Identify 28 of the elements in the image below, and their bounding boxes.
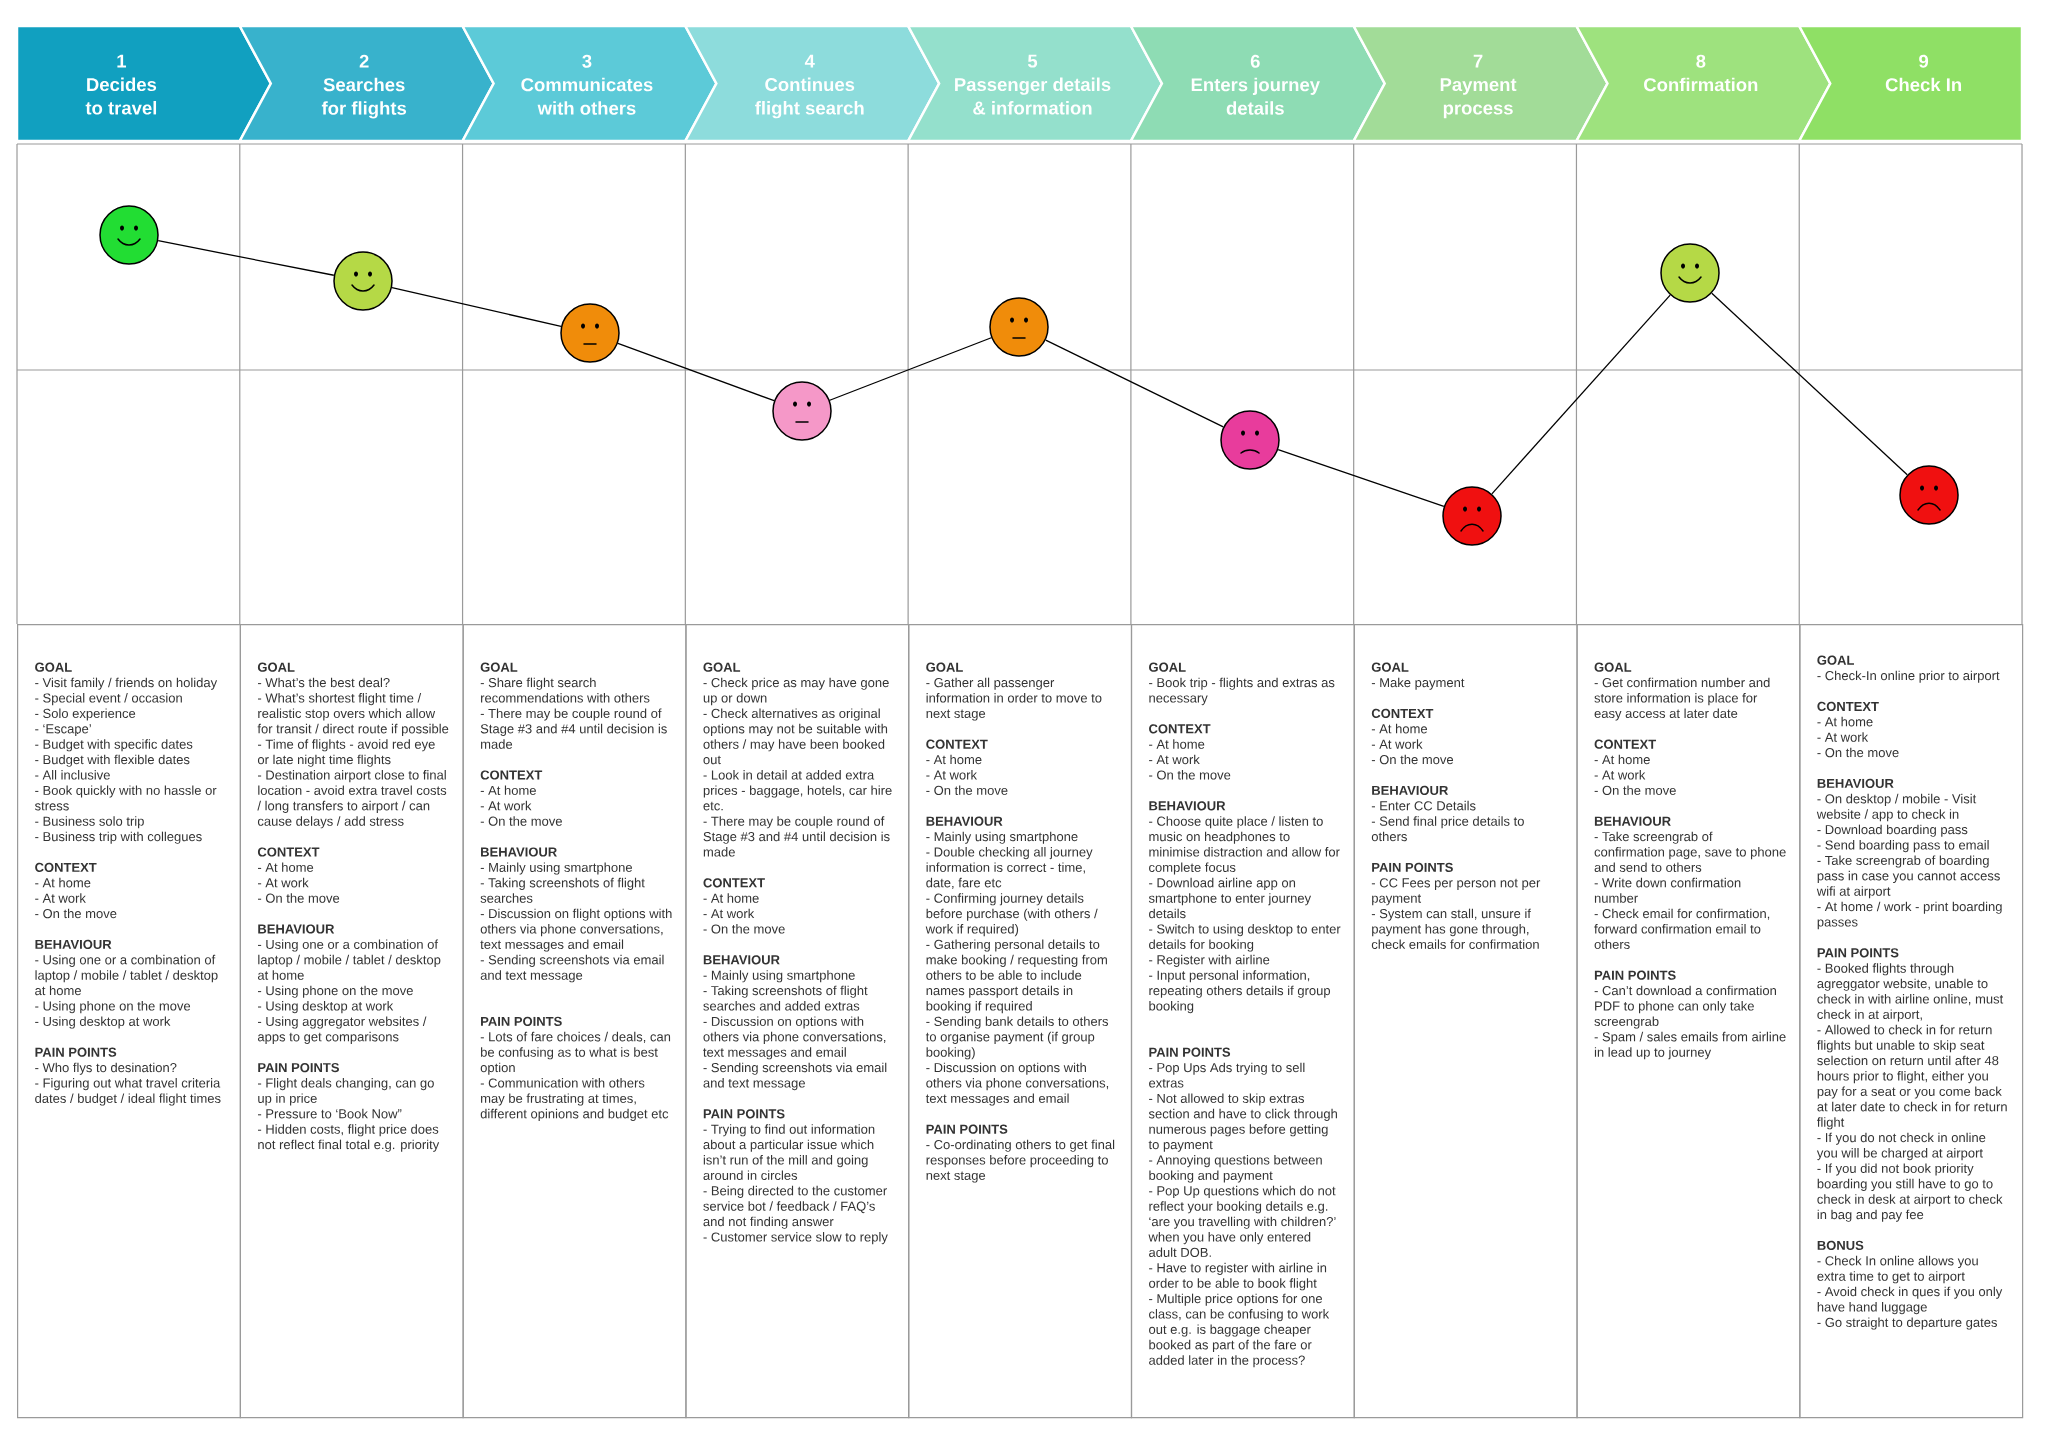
happy-face-icon [333, 251, 393, 311]
notes-cell: GOAL - What’s the best deal? - What’s shortest flight time / realistic stop overs which allow for transit / direct route if possible - Time of flights - avoid red eye or late night time flights - Destination airport close to final location - avoid extra travel costs / long transfers to airport / can cause delays / add stress CONTEXT - At home - At work - On the move BEHAVIOUR - Using one or a combination of laptop / mobile / tablet / desktop at home - Using phone on the move - Using desktop at work - Using aggregator websites / apps to get comparisons PAIN POINTS - Flight deals changing, can go up in price - Pressure to ‘Book Now” - Hidden costs, flight price does not reflect final total e.g. priority [239, 624, 464, 1419]
neutral-face-icon [989, 297, 1049, 357]
connector-line [1045, 339, 1224, 428]
notes-cell: GOAL - Get confirmation number and store information is place for easy access at later date CONTEXT - At home - At work - On the move BEHAVIOUR - Take screengrab of confirmation page, save to phone and send to others - Write down confirmation number - Check email for confirmation, forward confirmation email to others PAIN POINTS - Can’t download a confirmation PDF to phone can only take screengrab - Spam / sales emails from airline in lead up to journey [1576, 624, 1801, 1419]
happy-face-icon [99, 205, 159, 265]
happy-face-icon [1660, 243, 1720, 303]
neutral-face-icon [772, 381, 832, 441]
connector-line [391, 287, 562, 327]
notes-cell: GOAL - Share flight search recommendations with others - There may be couple round of Stage #3 and #4 until decision is made CONTEXT - At home - At work - On the move BEHAVIOUR - Mainly using smartphone - Taking screenshots of flight searches - Discussion on flight options with others via phone conversations, text messages and email - Sending screenshots via email and text message PAIN POINTS - Lots of fare choices / deals, can be confusing as to what is best option - Communication with others may be frustrating at times, different opinions and budget etc [462, 624, 687, 1419]
notes-cell: GOAL - Book trip - flights and extras as necessary CONTEXT - At home - At work - On the move BEHAVIOUR - Choose quite place / listen to music on headphones to minimise distraction and allow for complete focus - Download airline app on smartphone to enter journey details - Switch to using desktop to enter details for booking - Register with airline - Input personal information, repeating others details if group booking PAIN POINTS - Pop Ups Ads trying to sell extras - Not allowed to skip extras section and have to click through numerous pages before getting to payment - Annoying questions between booking and payment - Pop Up questions which do not reflect your booking details e.g. ‘are you travelling with children?’ when you have only entered adult DOB. - Have to register with airline in order to be able to book flight - Multiple price options for one class, can be confusing to work out e.g. is baggage cheaper booked as part of the fare or added later in the process? [1130, 624, 1355, 1419]
stage-banner: 9 Check In [1797, 24, 2024, 143]
sad-face-icon [1442, 486, 1502, 546]
neutral-face-icon [560, 303, 620, 363]
connector-line [1711, 292, 1908, 476]
notes-cell: GOAL - Visit family / friends on holiday - Special event / occasion - Solo experience - ‘Escape’ - Budget with specific dates - Budget with flexible dates - All inclusive - Book quickly with no hassle or stress - Business solo trip - Business trip with collegues CONTEXT - At home - At work - On the move BEHAVIOUR - Using one or a combination of laptop / mobile / tablet / desktop at home - Using phone on the move - Using desktop at work PAIN POINTS - Who flys to desination? - Figuring out what travel criteria dates / budget / ideal flight times [17, 624, 241, 1419]
sad-face-icon [1220, 410, 1280, 470]
notes-cell: GOAL - Gather all passenger information in order to move to next stage CONTEXT - At home - At work - On the move BEHAVIOUR - Mainly using smartphone - Double checking all journey information is correct - time, date, fare etc - Confirming journey details before purchase (with others / work if required) - Gathering personal details to make booking / requesting from others to be able to include names passport details in booking if required - Sending bank details to others to organise payment (if group booking) - Discussion on options with others via phone conversations, text messages and email PAIN POINTS - Co-ordinating others to get final responses before proceeding to next stage [908, 624, 1133, 1419]
notes-cell: GOAL - Make payment CONTEXT - At home - At work - On the move BEHAVIOUR - Enter CC Details - Send final price details to others PAIN POINTS - CC Fees per person not per payment - System can stall, unsure if payment has gone through, check emails for confirmation [1353, 624, 1578, 1419]
stage-banner: 1 Decides to travel [15, 24, 273, 143]
notes-cell: GOAL - Check-In online prior to airport CONTEXT - At home - At work - On the move BEHAVIOUR - On desktop / mobile - Visit website / app to check in - Download boarding pass - Send boarding pass to email - Take screengrab of boarding pass in case you cannot access wifi at airport - At home / work - print boarding passes PAIN POINTS - Booked flights through agreggator website, unable to check in with airline online, must check in at airport, - Allowed to check in for return flights but unable to skip seat selection on return until after 48 hours prior to flight, either you pay for a seat or you come back at later date to check in for return flight - If you do not check in online you will be charged at airport - If you did not book priority boarding you still have to go to check in desk at airport to check in bag and pay fee BONUS - Check In online allows you extra time to get to airport - Avoid check in ques if you only have hand luggage - Go straight to departure gates [1799, 624, 2024, 1419]
notes-cell: GOAL - Check price as may have gone up or down - Check alternatives as original options may not be suitable with others / may have been booked out - Look in detail at added extra prices - baggage, hotels, car hire etc. - There may be couple round of Stage #3 and #4 until decision is made CONTEXT - At home - At work - On the move BEHAVIOUR - Mainly using smartphone - Taking screenshots of flight searches and added extras - Discussion on options with others via phone conversations, text messages and email - Sending screenshots via email and text message PAIN POINTS - Trying to find out information about a particular issue which isn’t run of the mill and going around in circles - Being directed to the customer service bot / feedback / FAQ’s and not finding answer - Customer service slow to reply [685, 624, 910, 1419]
connector-line [617, 342, 775, 402]
connector-line [1277, 449, 1445, 507]
connector-line [1491, 294, 1671, 495]
sad-face-icon [1899, 465, 1959, 525]
connector-line [829, 337, 992, 401]
connector-line [157, 240, 335, 276]
